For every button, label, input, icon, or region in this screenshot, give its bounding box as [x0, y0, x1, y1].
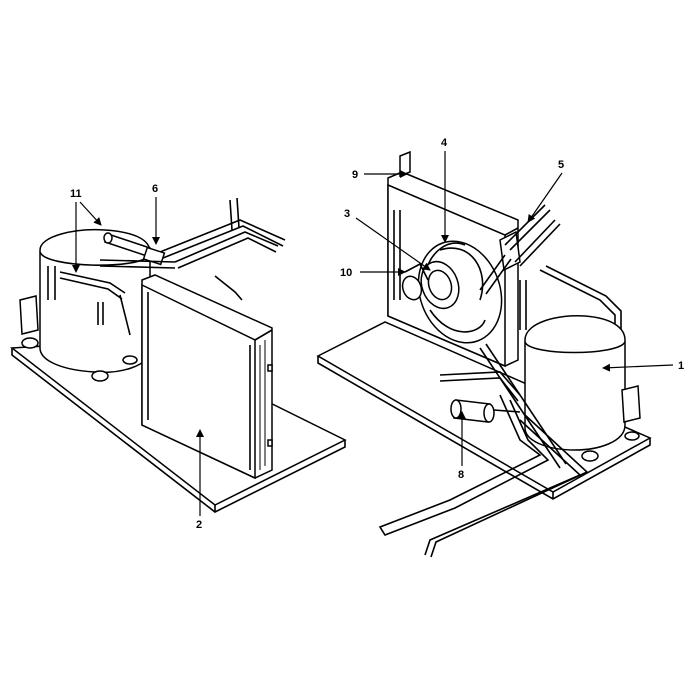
- callout-8-label: 8: [458, 469, 464, 481]
- callout-6: 6: [152, 183, 160, 245]
- callout-6-label: 6: [152, 183, 158, 195]
- callout-3-label: 3: [344, 208, 350, 220]
- right-service-valves: [479, 204, 561, 295]
- callout-2: 2: [196, 429, 204, 531]
- callout-1: 1: [602, 360, 684, 372]
- callout-3: 3: [344, 208, 431, 271]
- callouts: 11 6 2 9 4 5 3: [70, 137, 684, 531]
- callout-4-label: 4: [441, 137, 448, 149]
- left-compressor: [19, 228, 151, 382]
- callout-11-label: 11: [70, 188, 82, 200]
- callout-9: 9: [352, 169, 408, 181]
- left-suction-tubing: [47, 266, 131, 336]
- callout-8: 8: [458, 411, 466, 481]
- right-condensing-unit: [316, 150, 652, 558]
- callout-5-label: 5: [558, 159, 564, 171]
- callout-11: 11: [70, 188, 102, 273]
- callout-10-label: 10: [340, 267, 352, 279]
- callout-10: 10: [340, 267, 406, 279]
- callout-1-arrow: [602, 363, 674, 372]
- left-condensing-unit: [9, 197, 347, 513]
- callout-4: 4: [441, 137, 449, 243]
- right-front-tubing: [378, 343, 589, 558]
- callout-3-arrow: [355, 217, 431, 271]
- callout-2-label: 2: [196, 519, 202, 531]
- callout-11-arrow-a: [79, 201, 102, 226]
- callout-5: 5: [527, 159, 564, 223]
- right-filter-drier: [450, 399, 521, 423]
- left-condenser-coil: [141, 274, 273, 480]
- callout-5-arrow: [527, 172, 563, 223]
- callout-1-label: 1: [678, 360, 684, 372]
- left-drier-and-valve: [99, 232, 176, 269]
- left-rear-tubing: [159, 197, 286, 301]
- callout-9-label: 9: [352, 169, 358, 181]
